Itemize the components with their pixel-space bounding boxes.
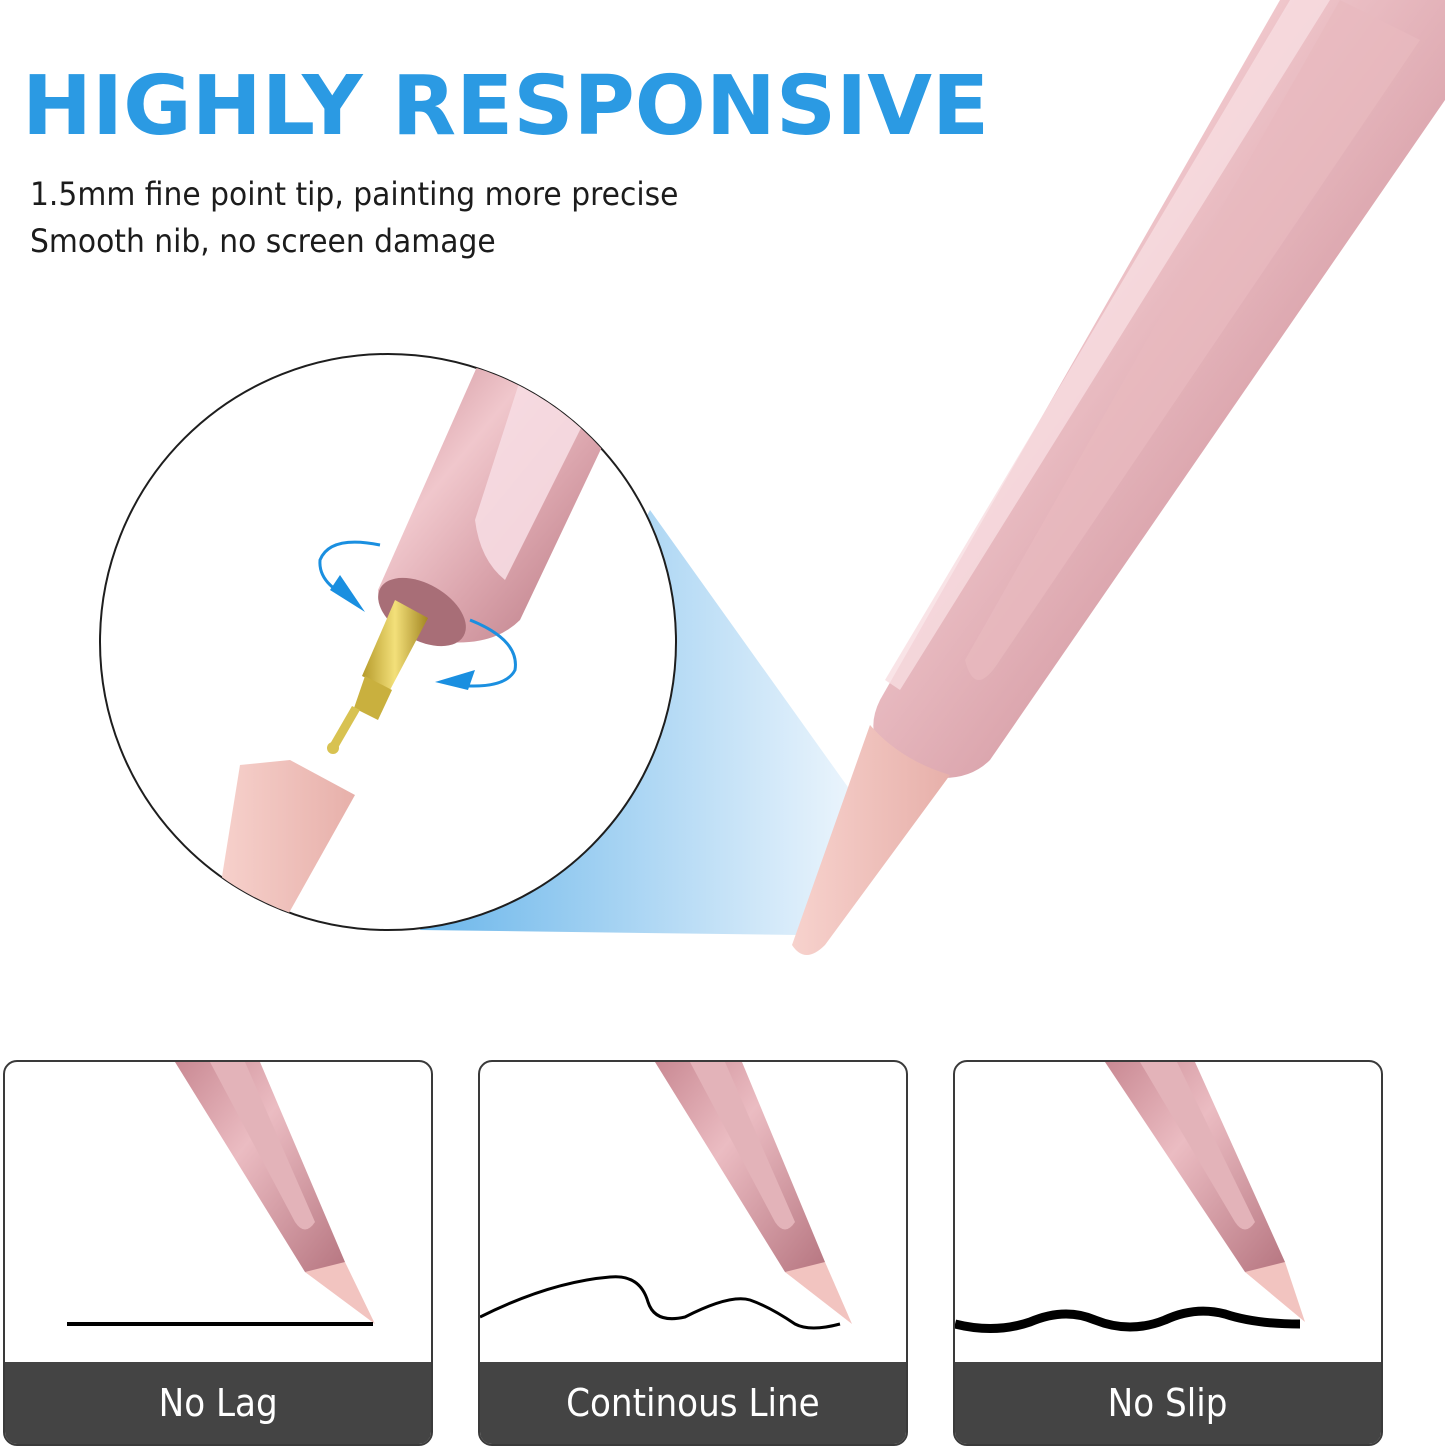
feature-label: Continous Line (566, 1381, 820, 1425)
feature-label-bar: Continous Line (480, 1362, 906, 1444)
wavy-thick-stroke (955, 1306, 1301, 1334)
feature-label: No Lag (158, 1381, 278, 1425)
tip-detail-inset (99, 353, 677, 931)
subtitle-line-1: 1.5mm fine point tip, painting more prec… (30, 175, 679, 213)
subtitle-line-2: Smooth nib, no screen damage (30, 222, 496, 260)
headline: HIGHLY RESPONSIVE (22, 59, 990, 154)
feature-label-bar: No Lag (5, 1362, 431, 1444)
no-lag-illustration (67, 1062, 375, 1326)
hero-illustration (99, 0, 1445, 955)
feature-card-no-slip: No Slip (953, 1060, 1383, 1446)
no-slip-illustration (955, 1062, 1305, 1334)
rotate-arrow-icon (330, 575, 365, 612)
feature-card-no-lag: No Lag (3, 1060, 433, 1446)
hero-stylus-pen (792, 0, 1445, 955)
feature-card-continous-line: Continous Line (478, 1060, 908, 1446)
feature-label: No Slip (1108, 1381, 1228, 1425)
wavy-thin-stroke (480, 1275, 841, 1330)
feature-label-bar: No Slip (955, 1362, 1381, 1444)
rotate-arrow-icon-2 (435, 670, 475, 690)
continous-line-illustration (480, 1062, 852, 1330)
